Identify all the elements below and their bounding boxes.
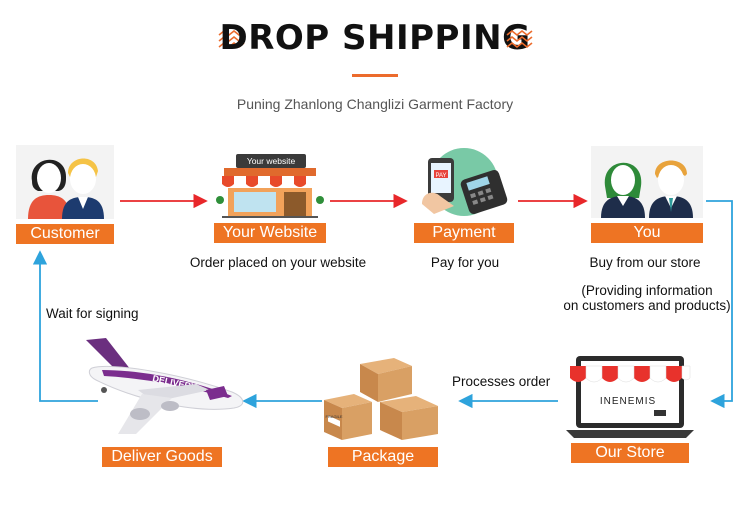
store-screen-text: INENEMIS	[600, 396, 656, 407]
store-label: Our Store	[571, 443, 689, 463]
package-fragile-text: FRAGILE	[325, 414, 342, 419]
page-title: DROP SHIPPING	[219, 18, 531, 58]
you-label: You	[591, 223, 703, 243]
website-sign-text: Your website	[247, 156, 296, 166]
website-label: Your Website	[214, 223, 326, 243]
payment-label: Payment	[414, 223, 514, 243]
caption-pay-for-you: Pay for you	[430, 255, 500, 270]
caption-order-placed: Order placed on your website	[189, 255, 367, 270]
caption-info-line1: (Providing information	[581, 283, 713, 298]
node-payment: PAY Payment	[414, 148, 514, 243]
customer-label: Customer	[16, 224, 114, 244]
store-laptop-icon: INENEMIS	[566, 356, 694, 438]
package-boxes-icon: FRAGILE	[324, 358, 438, 440]
package-label: Package	[328, 447, 438, 467]
caption-processes-order: Processes order	[452, 374, 551, 389]
node-website: Your website Your Website	[214, 152, 326, 243]
you-couple-icon	[591, 146, 703, 218]
caption-buy-from-store: Buy from our store	[589, 255, 701, 270]
caption-wait-for-signing: Wait for signing	[46, 306, 139, 321]
payment-pay-text: PAY	[435, 173, 446, 179]
deliver-label: Deliver Goods	[102, 447, 222, 467]
node-store: INENEMIS Our Store	[566, 352, 694, 463]
customer-couple-icon	[16, 145, 114, 219]
website-shop-icon: Your website	[216, 154, 324, 218]
right-zigzag-icon	[506, 30, 533, 49]
arrow-you-to-store	[706, 200, 733, 409]
airplane-icon: DELIVERY	[86, 338, 244, 434]
node-you: You	[591, 146, 703, 243]
title-underline	[352, 74, 398, 77]
node-package: FRAGILE Package	[320, 356, 448, 467]
payment-terminal-icon: PAY	[422, 148, 508, 216]
node-customer: Customer	[16, 145, 114, 244]
arrow-deliver-to-customer	[32, 250, 98, 402]
left-zigzag-icon	[218, 30, 245, 49]
caption-info-line2: on customers and products)	[563, 298, 731, 313]
page-subtitle: Puning Zhanlong Changlizi Garment Factor…	[236, 96, 514, 112]
node-deliver: DELIVERY Deliver Goods	[82, 334, 252, 467]
